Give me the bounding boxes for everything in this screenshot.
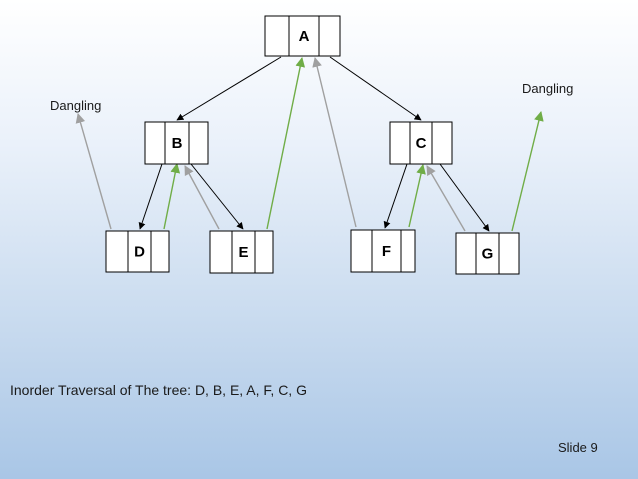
tree-node-a: A bbox=[264, 15, 341, 57]
tree-node-f: F bbox=[350, 229, 416, 273]
tree-node-b: B bbox=[144, 121, 209, 165]
node-label-c: C bbox=[416, 135, 427, 152]
thread-link-e-b bbox=[184, 165, 220, 230]
node-label-b: B bbox=[172, 135, 183, 152]
node-box-f bbox=[350, 229, 416, 273]
tree-node-d: D bbox=[105, 230, 170, 273]
child-link-b-e bbox=[190, 163, 244, 230]
child-link-c-g bbox=[439, 163, 490, 232]
nodes-layer: A B C D E F G bbox=[105, 15, 520, 275]
edges-layer bbox=[75, 56, 544, 232]
child-link-b-d bbox=[138, 163, 163, 230]
thread-link-e-a bbox=[266, 57, 306, 230]
thread-link-g-c bbox=[426, 165, 466, 232]
slide-number: Slide 9 bbox=[558, 440, 598, 455]
node-label-f: F bbox=[382, 243, 391, 260]
node-label-g: G bbox=[482, 246, 494, 263]
node-label-e: E bbox=[238, 244, 248, 261]
node-box-e bbox=[209, 230, 274, 274]
node-label-d: D bbox=[134, 244, 145, 261]
child-link-c-f bbox=[383, 163, 408, 229]
tree-node-c: C bbox=[389, 121, 453, 165]
thread-link-f-c bbox=[408, 164, 426, 228]
thread-link-f-a bbox=[312, 57, 357, 228]
node-box-g bbox=[455, 232, 520, 275]
node-box-d bbox=[105, 230, 170, 273]
thread-link-d-b bbox=[163, 163, 181, 230]
thread-link-g-dangling-right bbox=[511, 111, 544, 232]
dangling-left-label: Dangling bbox=[50, 98, 102, 113]
node-box-c bbox=[389, 121, 453, 165]
child-link-a-b bbox=[176, 56, 282, 121]
tree-node-g: G bbox=[455, 232, 520, 275]
inorder-traversal-text: Inorder Traversal of The tree: D, B, E, … bbox=[10, 382, 307, 398]
node-box-a bbox=[264, 15, 341, 57]
thread-link-d-dangling-left bbox=[75, 113, 112, 230]
tree-node-e: E bbox=[209, 230, 274, 274]
child-link-a-c bbox=[329, 56, 422, 121]
dangling-right-label: Dangling bbox=[522, 81, 574, 96]
node-label-a: A bbox=[299, 28, 310, 45]
node-box-b bbox=[144, 121, 209, 165]
